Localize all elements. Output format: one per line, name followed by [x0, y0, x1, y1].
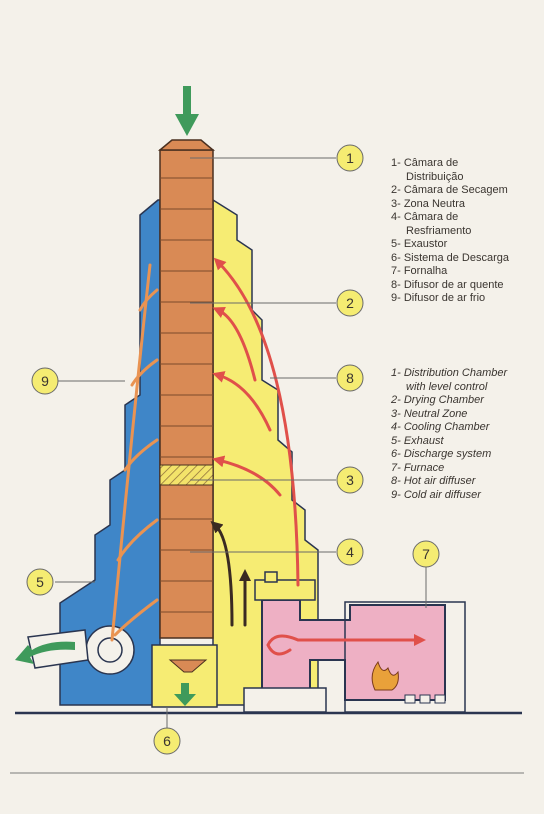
legend-item: 9- Cold air diffuser	[391, 488, 481, 501]
legend-item: 6- Discharge system	[391, 448, 492, 460]
legend-item-continuation: Distribuição	[406, 170, 464, 183]
callout-number: 8	[346, 370, 354, 386]
grain-column	[159, 149, 214, 639]
discharge-arrow-icon	[174, 683, 196, 706]
leader-lines	[55, 157, 427, 728]
callout-6: 6	[153, 727, 181, 755]
legend-item: 4- Câmara de	[391, 211, 459, 223]
exhaust-outlet-arrow-icon	[15, 641, 75, 664]
callout-5: 5	[26, 568, 54, 596]
base-block	[243, 687, 327, 713]
legend-item: 3- Zona Neutra	[391, 197, 465, 210]
legend-item: 5- Exaustor	[391, 238, 448, 250]
callout-circle	[336, 466, 364, 494]
callout-7: 7	[412, 540, 440, 568]
legend-item: 3- Neutral Zone	[391, 407, 468, 420]
callout-2: 2	[336, 289, 364, 317]
legend-item: 6- Sistema de Descarga	[391, 251, 509, 264]
legend-item: 7- Furnace	[391, 461, 445, 474]
legend-item: 9- Difusor de ar frio	[391, 292, 486, 304]
legend-item: 4- Cooling Chamber	[391, 421, 490, 433]
legend-item: 1- Câmara de	[391, 157, 459, 169]
legend-item-continuation: with level control	[406, 380, 488, 393]
callout-circle	[336, 289, 364, 317]
callout-number: 6	[163, 733, 171, 749]
neutral-zone-band	[159, 464, 214, 486]
legend-item: 8- Difusor de ar quente	[391, 278, 504, 291]
legend-item: 1- Distribution Chamber	[391, 367, 508, 379]
flame-icon	[371, 660, 399, 691]
callout-number: 3	[346, 472, 354, 488]
legend-item: 2- Câmara de Secagem	[391, 184, 508, 196]
callout-circle	[336, 538, 364, 566]
callout-number: 7	[422, 546, 430, 562]
callout-circle	[336, 364, 364, 392]
callout-3: 3	[336, 466, 364, 494]
callout-9: 9	[31, 367, 59, 395]
grate	[404, 694, 446, 704]
callout-1: 1	[336, 144, 364, 172]
callout-number: 2	[346, 295, 354, 311]
callout-circle	[26, 568, 54, 596]
legend-item: 2- Drying Chamber	[391, 394, 484, 406]
callout-circle	[412, 540, 440, 568]
callout-number: 5	[36, 574, 44, 590]
discharge-hopper	[168, 659, 208, 673]
legend-item: 7- Fornalha	[391, 265, 448, 277]
column-rows	[160, 177, 213, 613]
callout-8: 8	[336, 364, 364, 392]
grain-inlet-arrow-icon	[175, 86, 199, 136]
exhaust-flow	[210, 521, 251, 627]
legend-item: 5- Exhaust	[391, 434, 444, 447]
legend-item: 8- Hot air diffuser	[391, 475, 476, 487]
callout-number: 4	[346, 544, 354, 560]
callout-number: 1	[346, 150, 354, 166]
column-cap	[157, 139, 216, 151]
hot-air-flow	[212, 257, 426, 656]
callout-circle	[31, 367, 59, 395]
cold-air-flow	[110, 263, 159, 642]
callouts: 1 2 3 4 5 6 7 8 9	[26, 144, 440, 755]
callout-number: 9	[41, 373, 49, 389]
callout-4: 4	[336, 538, 364, 566]
fan-housing	[254, 579, 316, 601]
callout-circle	[336, 144, 364, 172]
callout-circle	[153, 727, 181, 755]
legend-item-continuation: Resfriamento	[406, 224, 472, 237]
green-arrows	[15, 86, 199, 706]
stack	[264, 571, 278, 583]
